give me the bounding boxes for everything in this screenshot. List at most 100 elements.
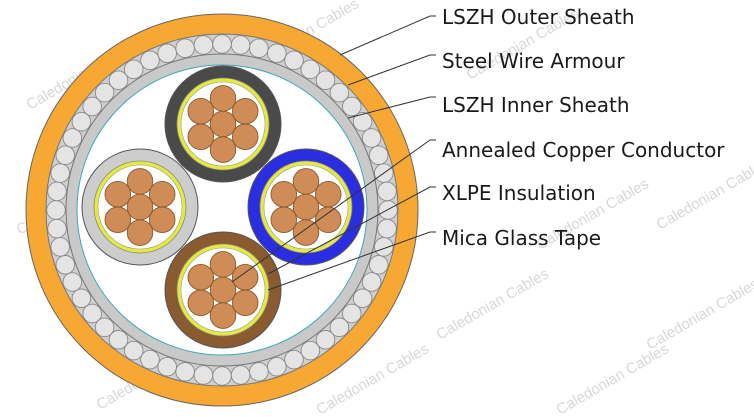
copper-strand (126, 219, 154, 246)
armour-wire (55, 255, 76, 275)
armour-wire (175, 38, 195, 58)
armour-wire (82, 303, 102, 324)
armour-wire (108, 330, 129, 350)
label-inner-sheath: LSZH Inner Sheath (442, 93, 630, 117)
copper-strand (209, 136, 237, 163)
leader-outer-sheath (339, 15, 436, 56)
armour-wire (193, 365, 214, 385)
armour-wire (212, 366, 232, 386)
copper-strand (292, 193, 320, 221)
armour-wire (352, 111, 373, 132)
armour-wire (82, 96, 102, 117)
armour-wire (249, 362, 269, 382)
armour-wire (368, 255, 389, 275)
armour-wire (300, 59, 321, 80)
copper-strand (126, 193, 154, 221)
armour-wire (62, 128, 83, 148)
copper-strand (292, 219, 320, 246)
armour-wire (377, 218, 397, 239)
cores (81, 65, 365, 349)
armour-wire (212, 34, 232, 54)
watermark-text: Caledonian Cables (554, 340, 672, 417)
copper-strand (187, 97, 215, 125)
core-black (164, 65, 282, 183)
label-mica-glass-tape: Mica Glass Tape (442, 226, 601, 250)
armour-wire (329, 82, 350, 103)
copper-strand (104, 180, 132, 208)
leader-xlpe-insulation (267, 186, 436, 275)
armour-wire (368, 145, 389, 165)
watermark-text: Caledonian Cables (434, 265, 552, 343)
copper-strand (209, 85, 237, 112)
label-copper-conductor: Annealed Copper Conductor (442, 138, 725, 162)
core-blue (247, 148, 365, 266)
armour-wire (230, 35, 251, 55)
armour-wire (361, 272, 382, 292)
copper-strand (292, 168, 320, 195)
copper-strand (209, 251, 237, 278)
armour-wire (157, 43, 177, 64)
copper-strand (104, 206, 132, 234)
copper-strand (231, 289, 259, 317)
copper-strand (314, 206, 342, 234)
copper-strand (231, 97, 259, 125)
core-grey (81, 148, 199, 266)
armour-wire (267, 43, 287, 64)
armour-wire (123, 59, 144, 80)
copper-strand (209, 276, 237, 304)
armour-wire (157, 356, 177, 377)
armour-wire (193, 35, 214, 55)
steel-wire-armour (46, 34, 398, 386)
armour-wire (71, 111, 92, 132)
armour-wire (47, 218, 67, 239)
copper-strand (270, 180, 298, 208)
copper-strand (314, 180, 342, 208)
armour-wire (284, 50, 304, 71)
copper-strand (148, 180, 176, 208)
copper-strand (187, 289, 215, 317)
copper-strand (187, 263, 215, 291)
armour-wire (50, 163, 70, 183)
armour-wire (94, 82, 115, 103)
copper-strand (231, 123, 259, 151)
armour-wire (94, 317, 115, 338)
armour-wire (175, 362, 195, 382)
armour-wire (374, 237, 394, 257)
armour-wire (230, 365, 251, 385)
armour-wire (46, 200, 66, 220)
armour-wire (249, 38, 269, 58)
label-steel-wire-armour: Steel Wire Armour (442, 49, 625, 73)
armour-wire (140, 50, 160, 71)
armour-wire (315, 70, 336, 90)
armour-wire (47, 181, 67, 202)
armour-wire (55, 145, 76, 165)
core-brown (164, 231, 282, 349)
watermark-text: Caledonian Cables (654, 155, 754, 233)
copper-strand (209, 302, 237, 329)
armour-wire (71, 288, 92, 309)
leader-inner-sheath (347, 96, 436, 119)
filler (76, 64, 368, 356)
armour-wire (377, 181, 397, 202)
armour-wire (267, 356, 287, 377)
label-outer-sheath: LSZH Outer Sheath (442, 5, 635, 29)
copper-strand (231, 263, 259, 291)
armour-wire (140, 349, 160, 370)
armour-wire (352, 288, 373, 309)
armour-wire (50, 237, 70, 257)
armour-wire (361, 128, 382, 148)
armour-wire (315, 330, 336, 350)
armour-wire (342, 96, 362, 117)
leader-mica-glass-tape (267, 231, 436, 291)
copper-strand (209, 110, 237, 138)
armour-wire (329, 317, 350, 338)
copper-strand (187, 123, 215, 151)
armour-wire (284, 349, 304, 370)
armour-wire (123, 340, 144, 361)
leader-copper-conductor (231, 139, 436, 283)
leader-lines (231, 15, 436, 291)
armour-wire (342, 303, 362, 324)
armour-wire (62, 272, 83, 292)
leader-steel-wire-armour (347, 54, 436, 86)
